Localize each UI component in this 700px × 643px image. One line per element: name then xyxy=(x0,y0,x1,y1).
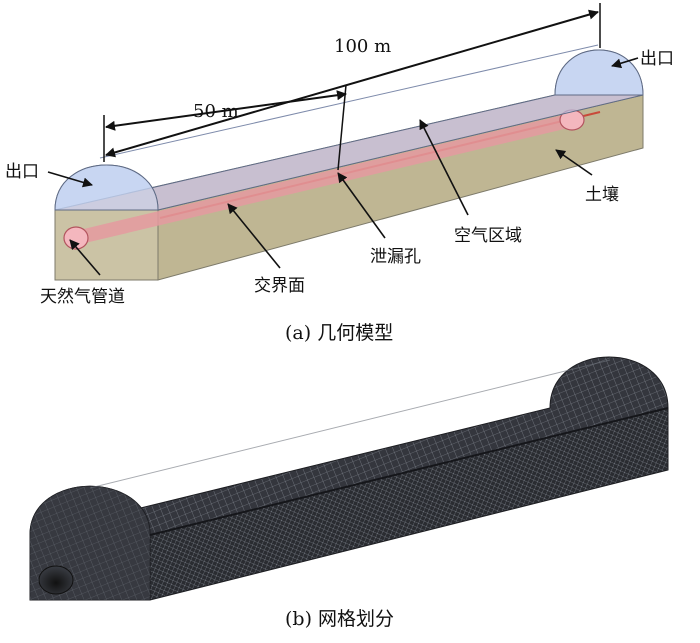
outlet-right-label: 出口 xyxy=(640,49,674,69)
leader-arrows xyxy=(47,57,639,276)
caption-a: (a) 几何模型 xyxy=(285,322,394,344)
caption-b: (b) 网格划分 xyxy=(285,608,395,630)
outlet-left-label: 出口 xyxy=(5,162,39,182)
soil-label: 土壤 xyxy=(585,185,619,205)
leak-hole-label: 泄漏孔 xyxy=(370,247,421,267)
dimension-100m-label: 100 m xyxy=(334,36,392,57)
pipeline-label: 天然气管道 xyxy=(40,287,125,307)
interface-label: 交界面 xyxy=(254,276,305,296)
mesh-model xyxy=(29,356,669,601)
dimension-50m-label: 50 m xyxy=(193,101,239,122)
dimension-lines xyxy=(103,3,601,171)
air-region-label: 空气区域 xyxy=(454,226,522,246)
